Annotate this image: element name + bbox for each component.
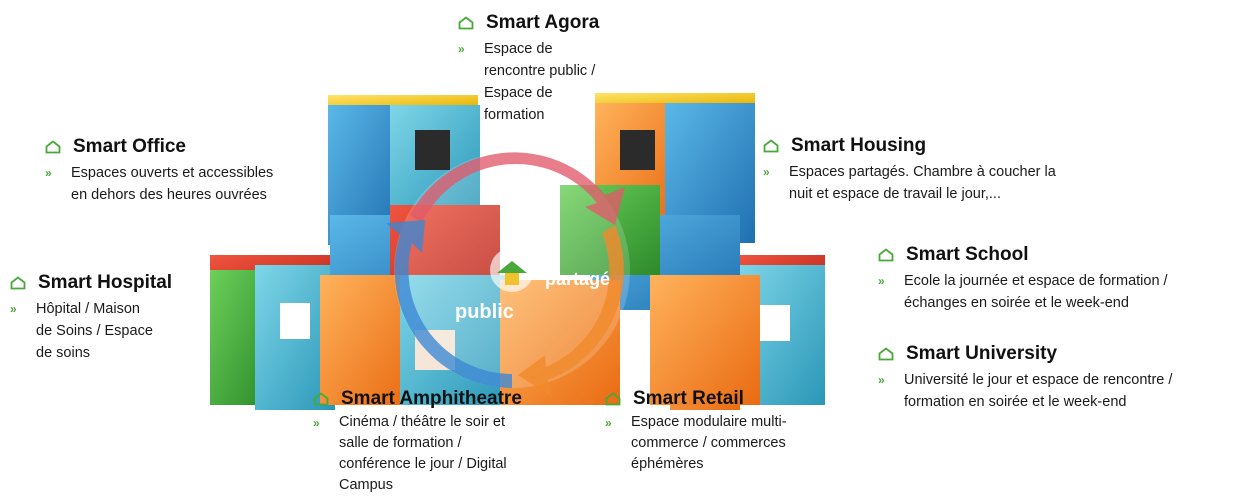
smart-amphitheatre-block: Smart Amphitheatre » Cinéma / théâtre le… <box>313 388 522 496</box>
smart-office-block: Smart Office » Espaces ouverts et access… <box>45 136 273 206</box>
smart-hospital-block: Smart Hospital » Hôpital / Maison de Soi… <box>10 272 172 364</box>
house-icon <box>878 248 894 262</box>
bullet-icon: » <box>878 373 885 387</box>
smart-university-block: Smart University » Université le jour et… <box>878 343 1172 413</box>
desc-line: en dehors des heures ouvrées <box>71 187 267 203</box>
bullet-icon: » <box>313 416 320 430</box>
smart-hospital-title: Smart Hospital <box>38 272 173 293</box>
bullet-icon: » <box>878 274 885 288</box>
bullet-icon: » <box>763 165 770 179</box>
desc-line: Ecole la journée et espace de formation … <box>904 273 1168 289</box>
house-icon <box>878 347 894 361</box>
smart-agora-block: Smart Agora » Espace de rencontre public… <box>458 12 599 126</box>
desc-line: Université le jour et espace de rencontr… <box>904 372 1173 388</box>
smart-housing-block: Smart Housing » Espaces partagés. Chambr… <box>763 135 1056 205</box>
arrow-public <box>386 220 512 388</box>
desc-line: Espace de <box>484 85 553 101</box>
label-partage: partagé <box>545 269 610 289</box>
smart-housing-title: Smart Housing <box>791 135 927 156</box>
desc-line: conférence le jour / Digital <box>339 456 507 472</box>
desc-line: Espace modulaire multi- <box>631 414 787 430</box>
smart-school-title: Smart School <box>906 244 1029 265</box>
smart-university-title: Smart University <box>906 343 1058 364</box>
desc-line: commerce / commerces <box>631 435 786 451</box>
bullet-icon: » <box>458 42 465 56</box>
desc-line: rencontre public / <box>484 63 596 79</box>
smart-office-title: Smart Office <box>73 136 186 157</box>
bullet-icon: » <box>605 416 612 430</box>
desc-line: Espace de <box>484 41 553 57</box>
smart-retail-title: Smart Retail <box>633 388 744 409</box>
desc-line: de Soins / Espace <box>36 323 153 339</box>
house-icon <box>10 276 26 290</box>
house-icon <box>313 392 329 406</box>
desc-line: Cinéma / théâtre le soir et <box>339 414 506 430</box>
smart-amphitheatre-title: Smart Amphitheatre <box>341 388 522 409</box>
desc-line: formation en soirée et le week-end <box>904 394 1127 410</box>
desc-line: formation <box>484 107 545 123</box>
smart-school-block: Smart School » Ecole la journée et espac… <box>878 244 1168 314</box>
house-icon <box>45 140 61 154</box>
desc-line: Espaces partagés. Chambre à coucher la <box>789 164 1056 180</box>
desc-line: salle de formation / <box>339 435 462 451</box>
house-icon <box>605 392 621 406</box>
label-public: public <box>455 301 514 323</box>
arrow-prive <box>410 152 625 225</box>
house-icon <box>458 16 474 30</box>
house-icon <box>763 139 779 153</box>
desc-line: Espaces ouverts et accessibles <box>71 165 274 181</box>
arrow-partage <box>518 225 624 397</box>
desc-line: éphémères <box>631 456 704 472</box>
building-blocks-illustration: privé partagé public <box>210 93 825 410</box>
desc-line: échanges en soirée et le week-end <box>904 295 1129 311</box>
right-tower <box>560 93 760 405</box>
smart-retail-block: Smart Retail » Espace modulaire multi- c… <box>605 388 787 475</box>
desc-line: Hôpital / Maison <box>36 301 140 317</box>
label-prive: privé <box>505 186 553 208</box>
bullet-icon: » <box>10 302 17 316</box>
desc-line: nuit et espace de travail le jour,... <box>789 186 1001 202</box>
desc-line: Campus <box>339 477 393 493</box>
bullet-icon: » <box>45 166 52 180</box>
desc-line: de soins <box>36 345 91 361</box>
cycle-diagram: privé partagé public <box>386 152 630 397</box>
smart-agora-title: Smart Agora <box>486 12 600 33</box>
